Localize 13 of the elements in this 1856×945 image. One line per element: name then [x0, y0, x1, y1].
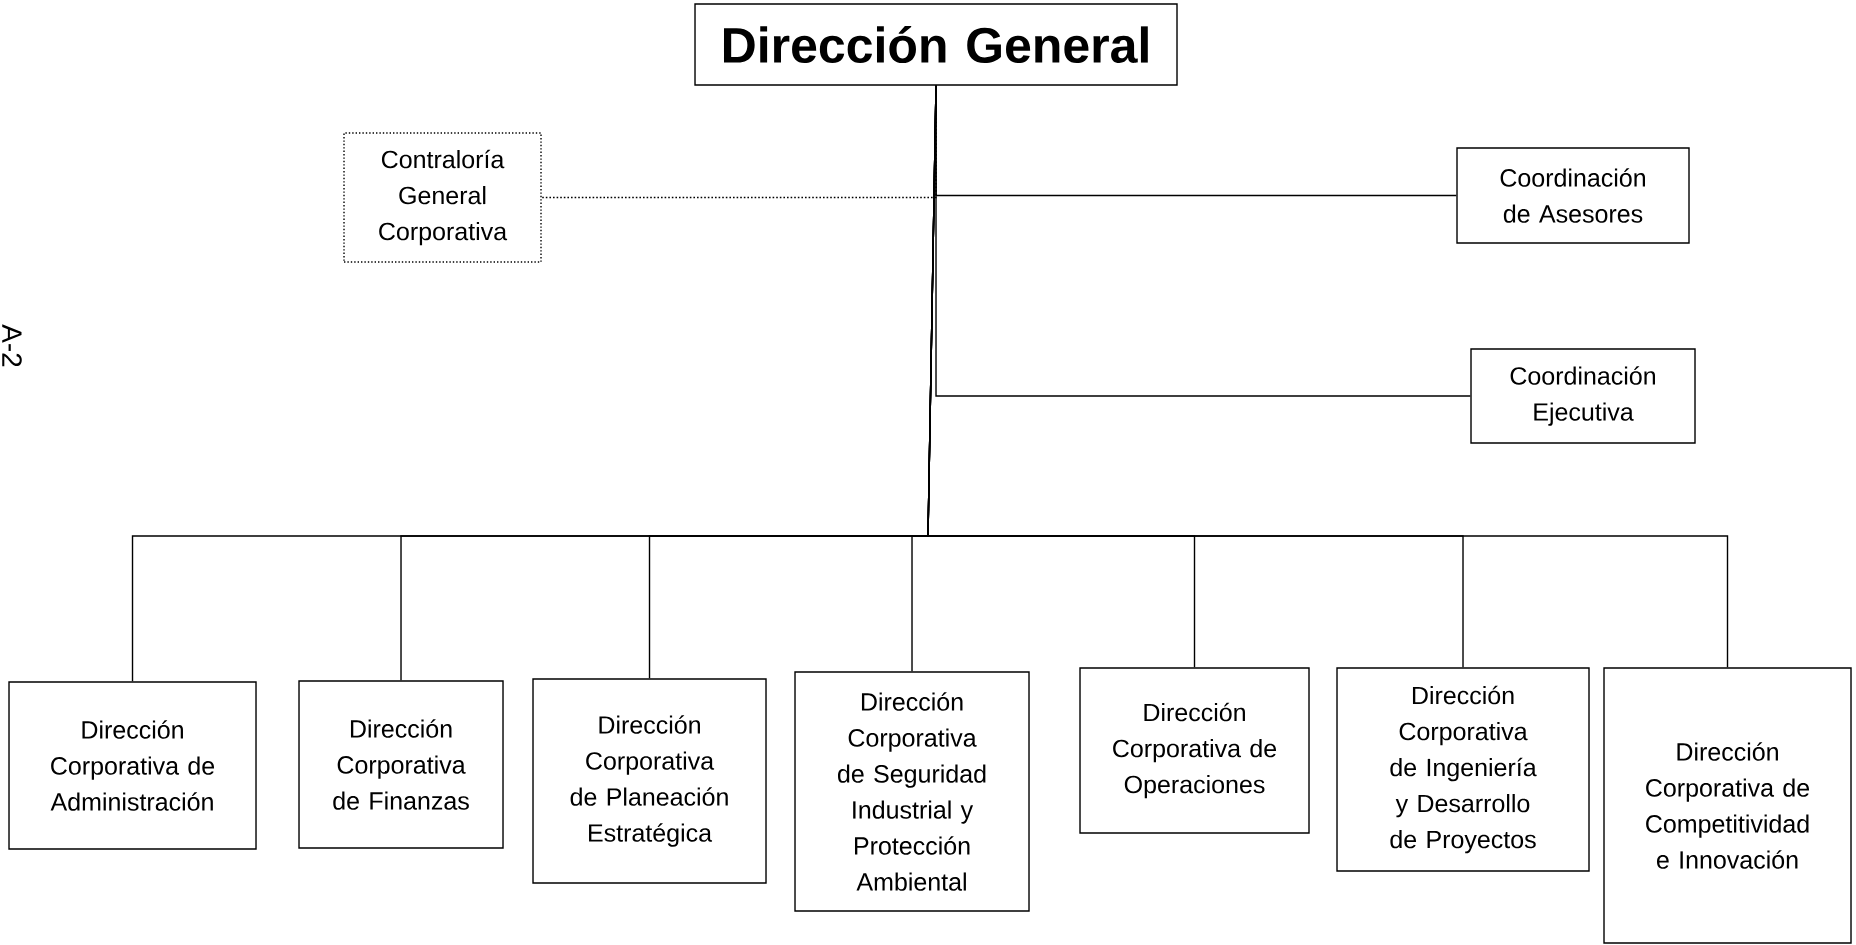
page-number: A-2 [2, 324, 22, 367]
org-box: Contraloría General Corporativa [343, 132, 542, 263]
org-box: Coordinación de Asesores [1456, 147, 1690, 244]
org-box: Coordinación Ejecutiva [1470, 348, 1696, 444]
title-box: Dirección General [694, 3, 1178, 86]
org-box: Dirección Corporativa de Ingeniería y Desarrollo de Proyectos [1336, 667, 1590, 872]
connector-line [927, 85, 1729, 668]
org-box: Dirección Corporativa de Administración [8, 681, 257, 850]
org-box: Dirección Corporativa de Operaciones [1079, 667, 1310, 834]
org-box: Dirección Corporativa de Seguridad Industrial y Protección Ambiental [794, 671, 1030, 912]
org-box: Dirección Corporativa de Competitividad e Innovación [1603, 667, 1852, 944]
org-box: Dirección Corporativa de Finanzas [298, 680, 504, 849]
org-box: Dirección Corporativa de Planeación Estratégica [532, 678, 767, 884]
